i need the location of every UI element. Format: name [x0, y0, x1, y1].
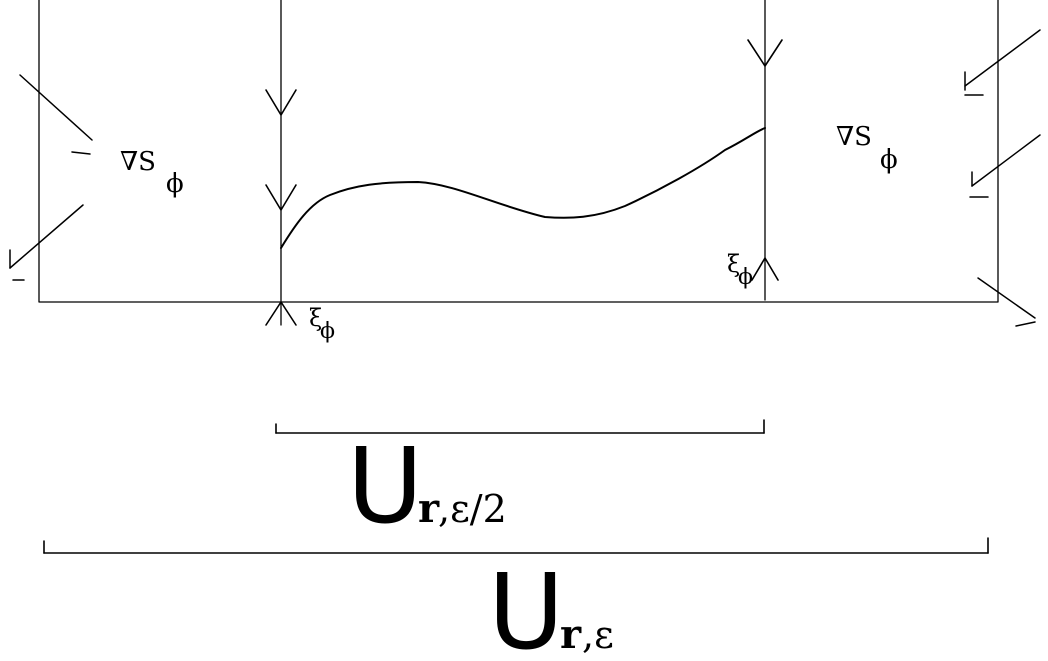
left-up-arrow [265, 301, 297, 326]
outer-neighborhood-label: U r ,ε [488, 551, 614, 661]
outer-u-sub-eps: ,ε [582, 613, 614, 657]
left-outward-vector [9, 204, 84, 281]
inner-neighborhood-bracket [275, 419, 765, 434]
left-down-arrow-upper [265, 89, 297, 116]
outer-neighborhood-bracket [43, 537, 989, 554]
outer-u-sub-r: r [560, 611, 582, 658]
left-inward-vector [19, 74, 93, 155]
xi-left-sub: ϕ [320, 319, 335, 344]
right-up-arrow [751, 257, 779, 281]
inner-u-letter: U [347, 425, 423, 547]
right-outward-vector-bottom [977, 277, 1036, 327]
xi-label-left: ξ ϕ [309, 304, 335, 344]
grad-right-main: ∇S [836, 122, 872, 152]
right-inward-vector-top [964, 29, 1041, 96]
xi-right-main: ξ [727, 250, 740, 278]
grad-left-main: ∇S [120, 147, 156, 177]
right-down-arrow [747, 39, 783, 67]
grad-right-sub: ϕ [880, 145, 898, 175]
xi-right-sub: ϕ [738, 265, 753, 290]
right-inward-vector-middle [969, 134, 1041, 198]
xi-label-right: ξ ϕ [727, 250, 753, 290]
grad-left-sub: ϕ [166, 169, 184, 199]
grad-label-left: ∇S ϕ [120, 147, 184, 199]
left-down-arrow-lower [265, 184, 297, 211]
xi-left-main: ξ [309, 304, 322, 332]
inner-neighborhood-label: U r ,ε/2 [347, 425, 507, 547]
domain-rectangle [38, 0, 999, 303]
inner-u-sub-eps: ,ε/2 [438, 487, 507, 531]
grad-label-right: ∇S ϕ [836, 122, 898, 175]
curve [280, 127, 766, 249]
outer-u-letter: U [488, 551, 564, 661]
inner-u-sub-r: r [418, 485, 440, 532]
